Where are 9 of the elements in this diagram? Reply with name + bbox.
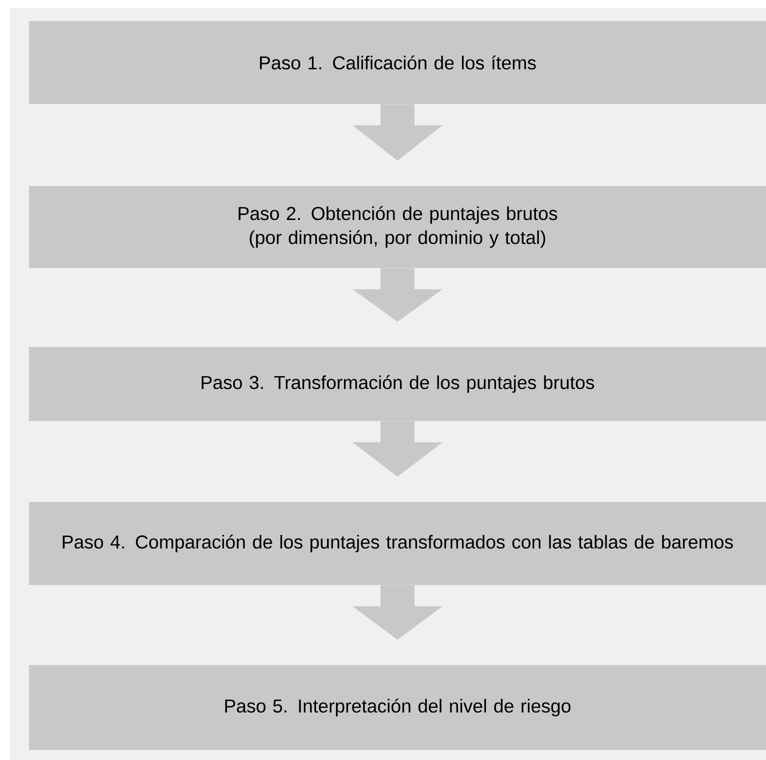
arrow: [352, 104, 442, 161]
arrow: [352, 585, 442, 640]
arrow: [352, 268, 442, 322]
process-box: Paso 2. Obtención de puntajes brutos (por dimensión, por dominio y total): [29, 186, 766, 268]
process-box: Paso 3. Transformación de los puntajes brutos: [29, 347, 766, 421]
process-box: Paso 5. Interpretación del nivel de riesgo: [29, 665, 766, 750]
process-box: Paso 4. Comparación de los puntajes transformados con las tablas de baremos: [29, 502, 766, 585]
arrow: [352, 421, 442, 477]
process-box: Paso 1. Calificación de los ítems: [29, 21, 766, 104]
